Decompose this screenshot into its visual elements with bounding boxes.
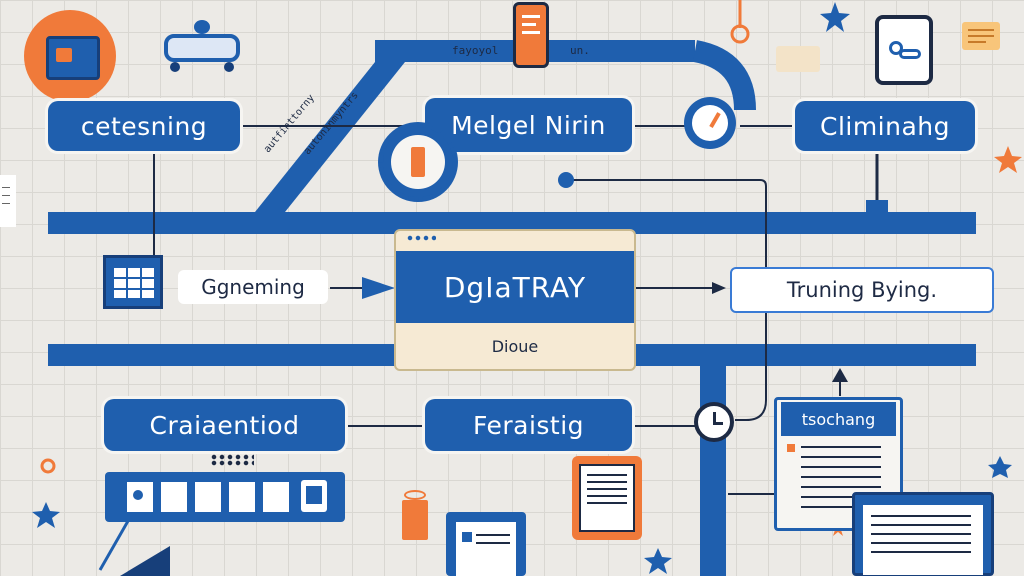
gear-icon xyxy=(378,122,458,202)
clipboard-icon xyxy=(446,512,526,576)
orange-small-ring xyxy=(40,458,56,474)
tablet-icon xyxy=(875,15,933,85)
small-label-right: un. xyxy=(570,44,590,57)
monitor-icon xyxy=(852,492,994,576)
gift-icon xyxy=(402,500,428,540)
star-icon xyxy=(988,456,1012,478)
node-mid-right[interactable]: Truning Bying. xyxy=(730,267,994,313)
edge-sticker xyxy=(0,175,16,227)
star-icon xyxy=(820,2,850,32)
top-band-curve xyxy=(692,40,756,111)
note-icon xyxy=(962,22,1000,50)
phone-icon xyxy=(513,2,549,68)
arrow-up-head xyxy=(832,368,848,382)
node-top-center[interactable]: Melgel Nirin xyxy=(425,98,632,152)
star-icon xyxy=(644,548,672,574)
central-card-subtitle: Dioue xyxy=(491,337,539,356)
node-top-left[interactable]: cetesning xyxy=(48,101,240,151)
strip-dots xyxy=(210,454,254,466)
horizontal-bus-top xyxy=(48,212,976,234)
orange-pin-ring xyxy=(730,24,750,44)
gauge-icon xyxy=(684,97,736,149)
faded-card-icon xyxy=(776,46,820,72)
panel-card-title: tsochang xyxy=(781,402,896,436)
diagonal-ramp xyxy=(255,62,405,212)
arrow-head-right xyxy=(712,282,726,294)
central-card-title: DgIaTRAY xyxy=(396,251,634,323)
clock-icon xyxy=(694,402,734,442)
node-top-right[interactable]: Climinahg xyxy=(795,101,975,151)
right-drop-plug xyxy=(866,200,888,212)
arrow-head-left xyxy=(362,277,395,299)
vehicle-icon xyxy=(164,20,240,72)
gift-bow xyxy=(404,490,426,500)
small-label-left: fayoyol xyxy=(452,44,499,57)
star-icon xyxy=(32,502,60,528)
central-card[interactable]: DgIaTRAY Dioue xyxy=(394,229,636,371)
vertical-pipe xyxy=(700,366,726,576)
node-mid-left[interactable]: Ggneming xyxy=(178,270,328,304)
node-dot xyxy=(558,172,574,188)
grid-icon xyxy=(103,255,163,309)
star-icon xyxy=(994,146,1022,173)
document-icon xyxy=(572,456,642,540)
node-bottom-left[interactable]: Craiaentiod xyxy=(104,399,345,451)
node-bottom-center[interactable]: Feraistig xyxy=(425,399,632,451)
app-circle-icon xyxy=(24,10,116,102)
dashboard-strip xyxy=(105,472,345,522)
